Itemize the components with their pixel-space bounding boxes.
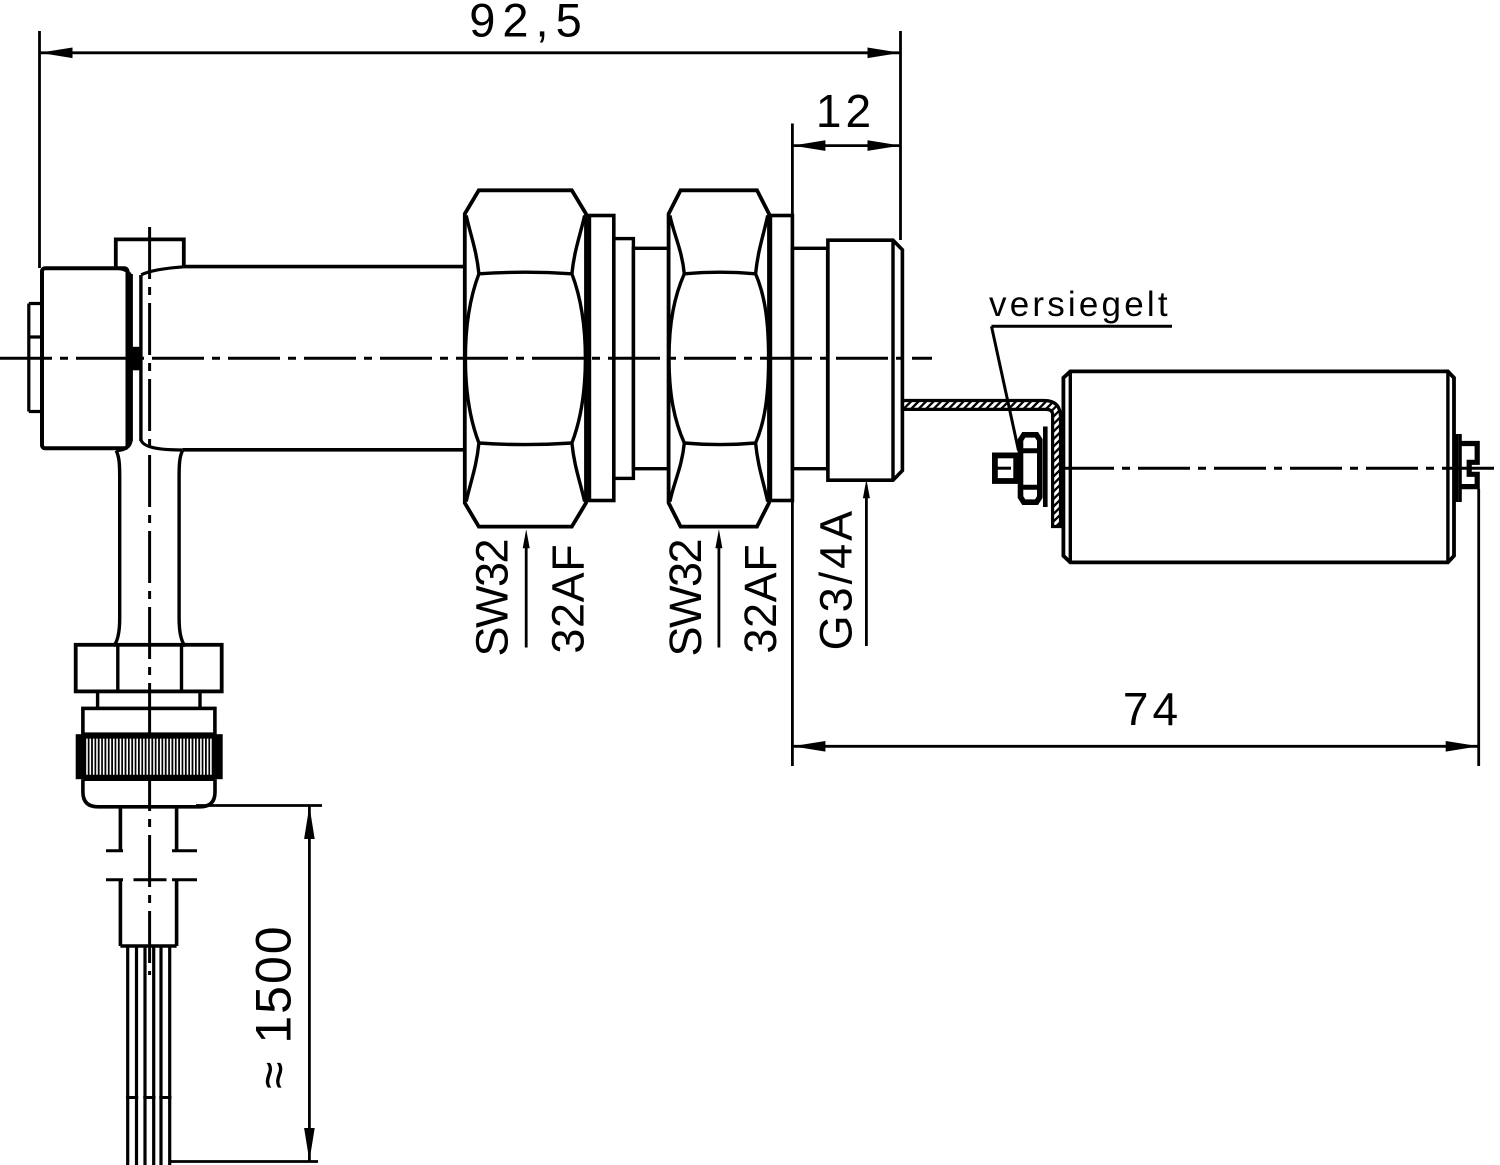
svg-text:32AF: 32AF <box>735 544 786 654</box>
svg-text:92,5: 92,5 <box>469 0 588 47</box>
svg-text:32AF: 32AF <box>542 544 593 654</box>
svg-text:SW32: SW32 <box>660 540 711 657</box>
svg-text:74: 74 <box>1123 683 1182 735</box>
svg-text:SW32: SW32 <box>467 540 518 657</box>
svg-text:12: 12 <box>816 85 875 137</box>
svg-text:G3/4A: G3/4A <box>810 508 861 651</box>
svg-text:versiegelt: versiegelt <box>989 285 1171 324</box>
svg-text:≈ 1500: ≈ 1500 <box>246 924 302 1089</box>
